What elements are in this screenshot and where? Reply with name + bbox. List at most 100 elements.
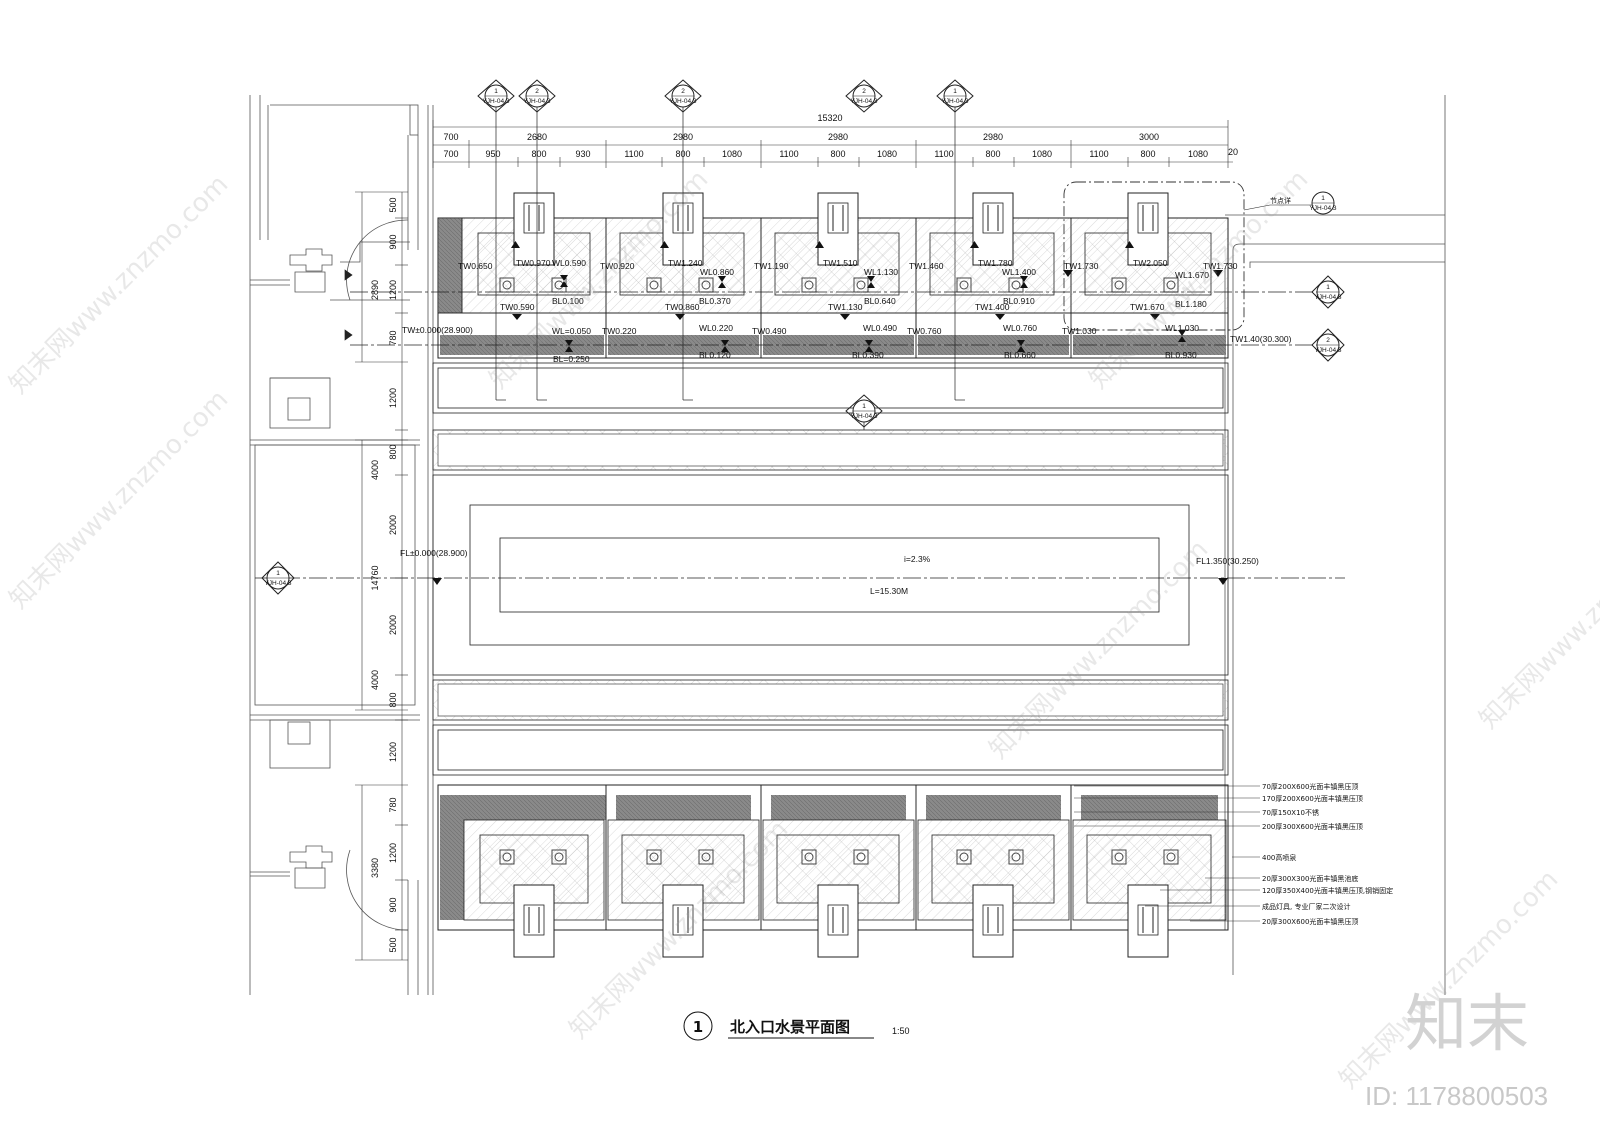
dim-left-outer-2: 3380 [370, 858, 380, 878]
dim-top-2-14: 800 [1140, 149, 1155, 159]
tw-top-9: TW2.050 [1133, 258, 1168, 268]
tw-top-3: TW1.240 [668, 258, 703, 268]
bl-top-1: BL0.370 [699, 296, 731, 306]
tw-inner-1: TW0.860 [665, 302, 700, 312]
left-dimension-chains [355, 191, 408, 961]
drawing-number: 1 [693, 1018, 703, 1036]
section-bubble-2-num: 2 [535, 88, 539, 95]
drawing-title: 北入口水景平面图 [730, 1018, 850, 1036]
wl-top-0: WL0.590 [552, 258, 586, 268]
section-bubble-2-sheet: YJH-04.3 [523, 98, 550, 105]
watermark-2: 知末网www.znzmo.com [4, 384, 235, 615]
section-bubble-1: 1 YJH-04.3 [477, 79, 515, 113]
dim-left-outer-1: 14760 [370, 565, 380, 590]
material-note-5: 20厚300X300光面丰镇黑池底 [1262, 874, 1358, 883]
material-notes [1074, 785, 1260, 922]
wl-lower-3: WL0.760 [1003, 323, 1037, 333]
dim-left-outer-0: 2890 [370, 280, 380, 300]
lower-pool-5 [1070, 784, 1229, 958]
dim-top-2-16: 20 [1228, 147, 1238, 157]
dim-left-inner-10: 800 [388, 692, 398, 707]
bl-lower-0: BL=0.250 [553, 354, 590, 364]
section-bubble-5: 1 YJH-04.3 [936, 79, 974, 113]
dim-top-2-9: 1080 [877, 149, 897, 159]
right-bubble-1-sheet: YJH-04.3 [1314, 294, 1341, 301]
section-bubbles-top: 1 YJH-04.3 2 YJH-04.3 2 YJH-04.3 2 YJH-0… [477, 79, 974, 113]
dim-top-2-1: 950 [485, 149, 500, 159]
material-note-6: 120厚350X400光面丰镇黑压顶,钢销固定 [1262, 886, 1393, 895]
section-axis-lines [255, 102, 1345, 579]
material-note-0: 70厚200X600光面丰镇黑压顶 [1262, 782, 1358, 791]
dim-top-2-13: 1100 [1089, 149, 1108, 159]
lower-pool-band [437, 784, 1229, 958]
tw-top-1: TW0.970 [516, 258, 551, 268]
material-note-7: 成品灯具, 专业厂家二次设计 [1262, 902, 1350, 911]
wl-lower-2: WL0.490 [863, 323, 897, 333]
section-bubble-2: 2 YJH-04.3 [518, 79, 556, 113]
tw-top-7: TW1.780 [978, 258, 1013, 268]
lower-pool-2 [605, 784, 762, 958]
bl-lower-3: BL0.660 [1004, 350, 1036, 360]
dim-top-1-1: 2680 [527, 132, 547, 142]
wl-top-2: WL1.130 [864, 267, 898, 277]
right-bubble-1: 1 YJH-04.3 [1311, 275, 1345, 309]
dim-top-1-2: 2980 [673, 132, 693, 142]
fl-end: FL1.350(30.250) [1196, 556, 1259, 566]
section-bubble-3: 2 YJH-04.3 [664, 79, 702, 113]
right-bubble-2: 2 YJH-04.3 [1311, 328, 1345, 362]
dim-left-inner-11: 1200 [388, 742, 398, 762]
wl-lower-4: WL1.030 [1165, 323, 1199, 333]
tw-start: TW±0.000(28.900) [402, 325, 473, 335]
material-note-3: 200厚300X600光面丰镇黑压顶 [1262, 822, 1363, 831]
dim-left-inner-2: 1200 [388, 280, 398, 300]
left-bubble-num: 1 [276, 570, 280, 577]
section-bubble-4-num: 2 [862, 88, 866, 95]
bl-lower-1: BL0.120 [699, 350, 731, 360]
left-bubble-sheet: YJH-04.3 [264, 580, 291, 587]
dim-top-2-8: 800 [830, 149, 845, 159]
dim-left-inner-9: 4000 [370, 670, 380, 690]
central-plaza [432, 362, 1229, 776]
dim-top-2-7: 1100 [779, 149, 798, 159]
tw-inner-3: TW1.400 [975, 302, 1010, 312]
center-section-bubble: 1 YJH-04.3 [845, 394, 883, 428]
elevation-labels: TW0.650 TW0.970 TW0.920 TW1.240 TW1.190 … [400, 258, 1292, 596]
material-note-8: 20厚300X600光面丰镇黑压顶 [1262, 917, 1358, 926]
section-bubble-5-sheet: YJH-04.3 [941, 98, 968, 105]
dim-top-2-6: 1080 [722, 149, 742, 159]
tw-top-10: TW1.730 [1203, 261, 1238, 271]
dim-top-row-2: 700 950 800 930 1100 800 1080 1100 800 1… [443, 147, 1238, 159]
material-note-2: 70厚150X10不锈 [1262, 808, 1319, 817]
fl-start: FL±0.000(28.900) [400, 548, 468, 558]
level-markers [432, 241, 1228, 585]
dim-top-2-0: 700 [443, 149, 458, 159]
section-bubble-5-num: 1 [953, 88, 957, 95]
watermark-1: 知末网www.znzmo.com [4, 169, 235, 400]
right-bubble-2-num: 2 [1326, 337, 1330, 344]
detail-bubble-num: 1 [1321, 195, 1325, 202]
wl-top-1: WL0.860 [700, 267, 734, 277]
dim-left-inner-14: 900 [388, 897, 398, 912]
right-bubble-1-num: 1 [1326, 284, 1330, 291]
upper-pool-1 [437, 192, 607, 359]
tw-top-4: TW1.190 [754, 261, 789, 271]
dim-left-inner-6: 4000 [370, 460, 380, 480]
section-bubble-4: 2 YJH-04.3 [845, 79, 883, 113]
center-bubble-sheet: YJH-04.3 [850, 413, 877, 420]
center-bubble-num: 1 [862, 403, 866, 410]
tw-inner-0: TW0.590 [500, 302, 535, 312]
tw-top-6: TW1.460 [909, 261, 944, 271]
dim-top-2-12: 1080 [1032, 149, 1052, 159]
dim-left-inner-3: 780 [388, 330, 398, 345]
lower-pool-1 [437, 784, 607, 958]
bl-top-4: BL1.180 [1175, 299, 1207, 309]
section-bubble-3-sheet: YJH-04.3 [669, 98, 696, 105]
length-label: L=15.30M [870, 586, 908, 596]
drawing-title-block: 1 北入口水景平面图 1:50 [683, 1011, 910, 1041]
wl-lower-1: WL0.220 [699, 323, 733, 333]
upper-pool-band [437, 181, 1245, 359]
section-bubbles-side: 1 YJH-04.3 2 YJH-04.3 1 YJH-04.3 1 YJH-0… [261, 191, 1345, 595]
tw-top-0: TW0.650 [458, 261, 493, 271]
dim-top-1-5: 3000 [1139, 132, 1159, 142]
dim-left-inner-13: 1200 [388, 843, 398, 863]
